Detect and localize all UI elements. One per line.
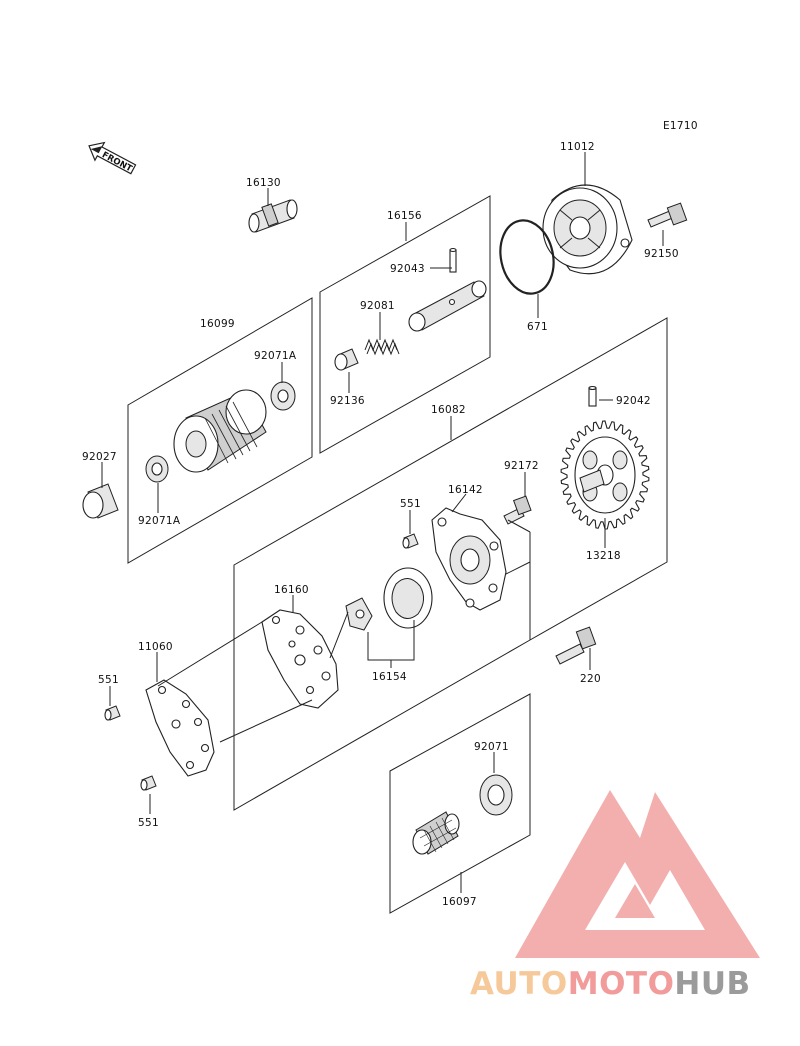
watermark-auto: AUTO <box>470 966 568 1002</box>
label-16156: 16156 <box>387 210 422 222</box>
part-16097-strainer <box>412 811 460 855</box>
part-671-o-ring <box>499 219 555 295</box>
part-11012-cover <box>542 184 633 275</box>
label-11060: 11060 <box>138 641 173 653</box>
front-arrow-icon: FRONT <box>88 141 137 175</box>
part-92071A-bottom-seal <box>145 455 169 483</box>
part-11060-cover-plate <box>145 679 215 777</box>
watermark-hub: HUB <box>674 966 750 1002</box>
label-16130: 16130 <box>246 177 281 189</box>
label-92172: 92172 <box>504 460 539 472</box>
part-16160-plate <box>261 609 339 709</box>
part-92042-pin <box>588 385 597 407</box>
part-551-bottom-dowel <box>140 775 157 791</box>
label-92081: 92081 <box>360 300 395 312</box>
part-labels: 11012 92150 671 16130 16156 92043 92081 … <box>82 141 679 908</box>
label-16099: 16099 <box>200 318 235 330</box>
part-92027-collar <box>82 483 119 519</box>
part-220-bolt <box>555 626 597 665</box>
label-92150: 92150 <box>644 248 679 260</box>
part-16156-valve <box>408 280 487 332</box>
part-551-left-dowel <box>104 705 121 721</box>
label-11012: 11012 <box>560 141 595 153</box>
group-frame-16099 <box>127 297 313 564</box>
part-16099-oil-filter <box>173 389 267 473</box>
part-92172-bolt <box>503 495 532 525</box>
part-16154-rotor <box>345 567 433 631</box>
label-16160: 16160 <box>274 584 309 596</box>
label-551-bottom: 551 <box>138 817 159 829</box>
label-92071A-bottom: 92071A <box>138 515 181 527</box>
label-13218: 13218 <box>586 550 621 562</box>
group-frame-16082 <box>233 317 668 811</box>
part-551-mid-dowel <box>402 533 419 549</box>
label-16142: 16142 <box>448 484 483 496</box>
front-label: FRONT <box>100 150 134 174</box>
label-92136: 92136 <box>330 395 365 407</box>
watermark-triangle-core <box>615 884 655 918</box>
part-92071-seal <box>479 774 513 816</box>
label-551-left: 551 <box>98 674 119 686</box>
part-92081-spring <box>364 338 400 356</box>
part-16130-fitting <box>248 199 298 233</box>
leader-lines <box>101 152 664 893</box>
watermark-triangle <box>515 790 760 958</box>
group-frame-16156 <box>319 195 491 454</box>
label-671: 671 <box>527 321 548 333</box>
label-16082: 16082 <box>431 404 466 416</box>
watermark-triangle-inner <box>585 862 705 930</box>
diagram-code: E1710 <box>663 120 698 132</box>
label-220: 220 <box>580 673 601 685</box>
part-92043-pin <box>449 247 457 273</box>
group-frame-16097 <box>389 693 531 914</box>
label-92043: 92043 <box>390 263 425 275</box>
label-92071: 92071 <box>474 741 509 753</box>
watermark-logo: AUTOMOTOHUB <box>470 790 760 1002</box>
part-92150-bolt <box>647 202 688 228</box>
label-92027: 92027 <box>82 451 117 463</box>
watermark-text: AUTOMOTOHUB <box>470 966 751 1002</box>
part-92071A-top-seal <box>270 381 296 411</box>
part-16142-pump-body <box>431 507 507 611</box>
part-13218-gear <box>560 420 650 530</box>
label-16154: 16154 <box>372 671 407 683</box>
part-92136-plunger <box>334 348 359 371</box>
label-92071A-top: 92071A <box>254 350 297 362</box>
watermark-moto: MOTO <box>568 966 675 1002</box>
label-92042: 92042 <box>616 395 651 407</box>
label-551-mid: 551 <box>400 498 421 510</box>
label-16097: 16097 <box>442 896 477 908</box>
